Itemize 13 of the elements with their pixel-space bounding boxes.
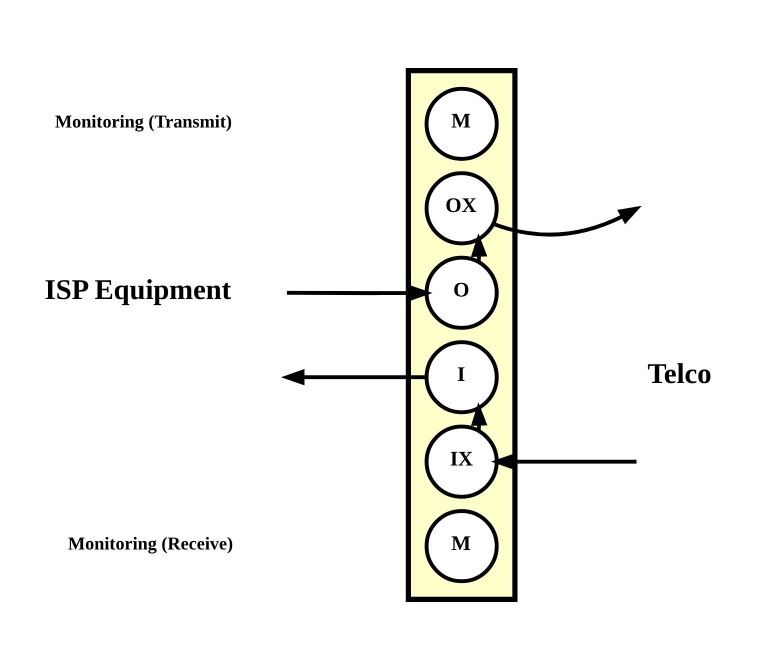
label: ISP Equipment [44,274,232,306]
arrow [492,206,642,237]
arrow [491,453,637,470]
node-circle: OX [424,171,499,246]
node-circle: M [424,509,499,584]
label: Telco [647,359,712,390]
arrow [281,369,426,386]
cluster [406,68,518,602]
arrow [286,284,432,302]
node-circle: M [424,86,499,161]
label: Monitoring (Transmit) [54,111,232,132]
node-circle: I [424,340,499,414]
label: Monitoring (Receive) [68,534,234,554]
